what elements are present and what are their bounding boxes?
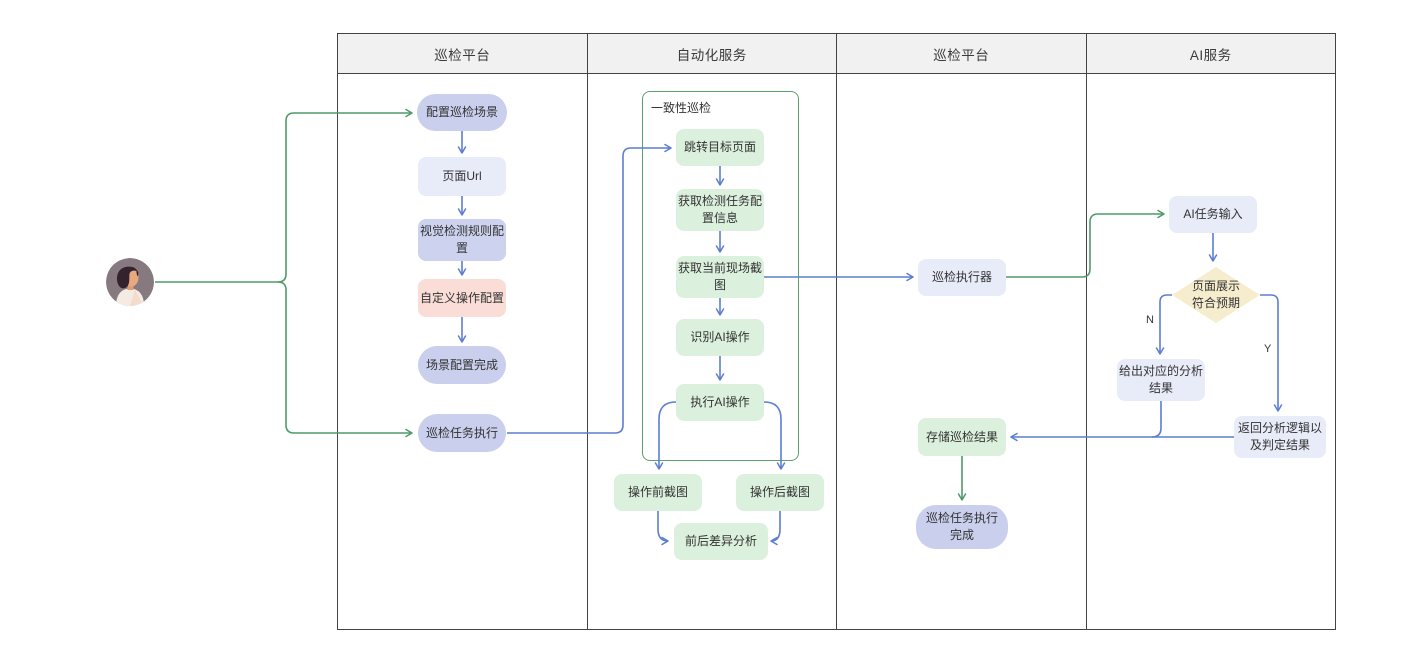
node-get-config: 获取检测任务配 置信息: [676, 189, 764, 231]
avatar-hair: [116, 266, 137, 289]
edge-exec-ai-to-post-screenshot: [763, 401, 786, 470]
edge-analysis-join: [1151, 401, 1162, 438]
lane-ai-service: AI服务: [1086, 34, 1335, 629]
branch-label-yes: Y: [1264, 343, 1272, 355]
edge-pre-to-diff: [657, 511, 669, 546]
avatar-shirt-shade: [130, 290, 144, 306]
branch-label-no: N: [1146, 314, 1154, 326]
edge-fork-to-task-exec: [277, 281, 413, 438]
group-consistency-inspection: 一致性巡检: [642, 91, 799, 461]
edge-exec-ai-to-pre-screenshot: [654, 401, 677, 470]
edge-executor-to-ai-input: [1006, 209, 1165, 278]
edge-fork-to-configure-scene: [277, 108, 413, 283]
node-get-screenshot: 获取当前现场截 图: [676, 256, 764, 298]
lane-header-automation-service: 自动化服务: [587, 34, 836, 74]
node-task-exec: 巡检任务执行: [418, 414, 506, 452]
node-page-url: 页面Url: [418, 157, 506, 196]
node-diff-analysis: 前后差异分析: [674, 523, 768, 560]
node-pre-screenshot: 操作前截图: [614, 474, 702, 511]
user-avatar: [106, 258, 154, 306]
edge-task-exec-to-jump-page: [507, 143, 672, 434]
node-post-screenshot: 操作后截图: [736, 474, 824, 511]
node-visual-rules: 视觉检测规则配 置: [418, 219, 506, 261]
lane-header-inspection-platform-2: 巡检平台: [837, 34, 1086, 74]
node-exec-ai: 执行AI操作: [676, 384, 764, 421]
group-label: 一致性巡检: [651, 101, 712, 115]
node-scene-done: 场景配置完成: [418, 346, 506, 384]
lane-inspection-platform-2: 巡检平台: [837, 34, 1087, 629]
node-return-result: 返回分析逻辑以 及判定结果: [1234, 416, 1326, 458]
node-store-result: 存储巡检结果: [918, 418, 1006, 456]
edge-post-to-diff: [770, 511, 781, 546]
edge-decision-no-branch: [1155, 294, 1172, 355]
lane-automation-service: 自动化服务: [587, 34, 837, 629]
node-detect-ai: 识别AI操作: [676, 319, 764, 356]
node-ai-input: AI任务输入: [1169, 196, 1257, 233]
node-configure-scene: 配置巡检场景: [417, 94, 507, 131]
node-executor: 巡检执行器: [918, 259, 1006, 296]
node-analysis-result: 给出对应的分析 结果: [1117, 359, 1205, 401]
node-task-done: 巡检任务执行 完成: [916, 505, 1008, 549]
avatar-hair-side: [136, 270, 139, 277]
swimlane-table: 巡检平台 自动化服务 巡检平台 AI服务: [337, 33, 1336, 630]
lane-header-inspection-platform-1: 巡检平台: [338, 34, 587, 74]
lane-inspection-platform-1: 巡检平台: [338, 34, 588, 629]
lane-header-ai-service: AI服务: [1086, 34, 1335, 74]
node-jump-page: 跳转目标页面: [676, 129, 764, 166]
node-custom-ops: 自定义操作配置: [418, 279, 506, 317]
edge-decision-yes-branch: [1260, 294, 1283, 412]
